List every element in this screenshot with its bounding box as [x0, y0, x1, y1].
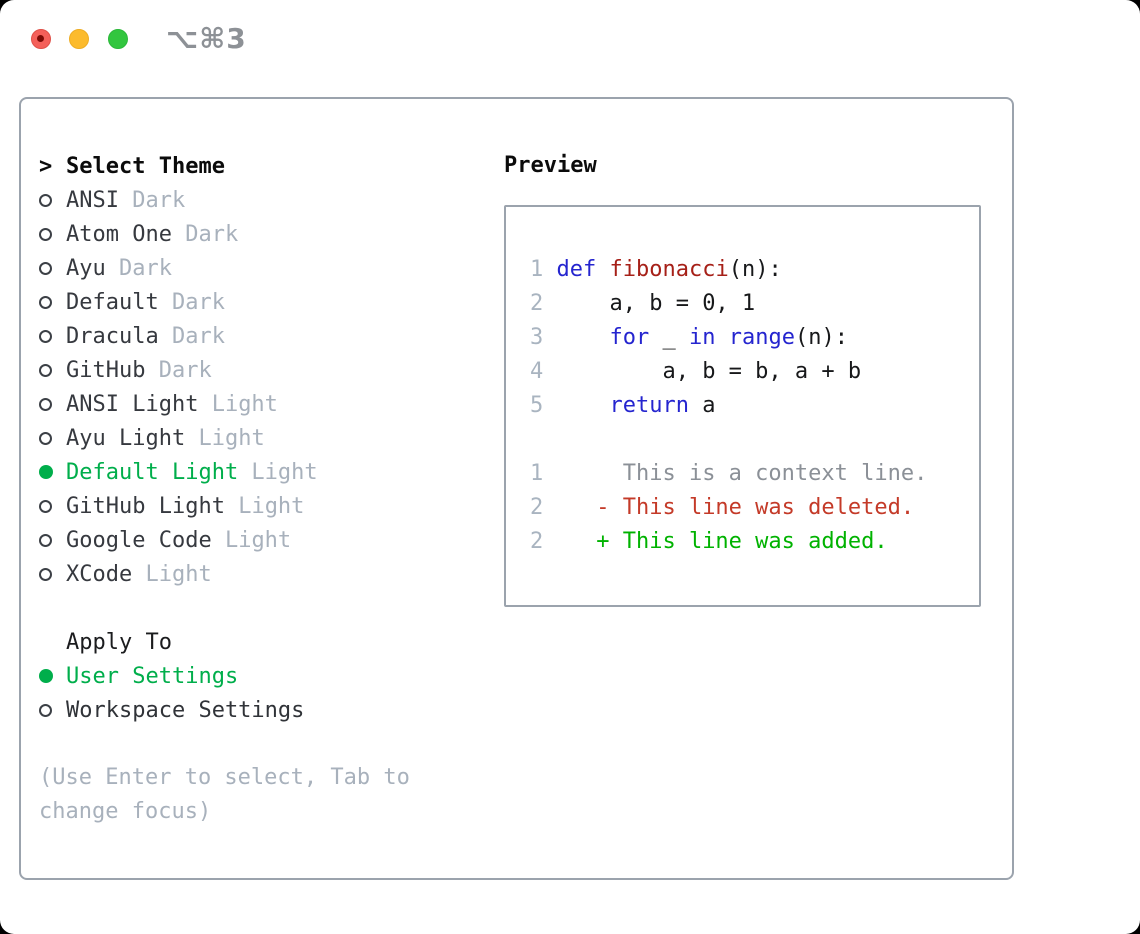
line-number: 1	[530, 461, 544, 486]
theme-option-dracula[interactable]: Dracula Dark	[39, 319, 459, 353]
code-line: 5 return a	[530, 393, 716, 418]
line-number: 2	[530, 291, 544, 316]
diff-sample: 1 This is a context line. 2 - This line w…	[530, 457, 979, 559]
select-theme-title: Select Theme	[66, 153, 225, 179]
theme-option-atom-one[interactable]: Atom One Dark	[39, 217, 459, 251]
theme-variant-label: Dark	[118, 187, 186, 213]
line-number: 3	[530, 325, 544, 350]
theme-variant-label: Light	[238, 459, 318, 485]
preview-column: Preview 1 def fibonacci(n): 2 a, b = 0, 1…	[504, 149, 981, 607]
code-line: 1 def fibonacci(n):	[530, 257, 782, 282]
theme-option-label: Dracula	[66, 323, 159, 349]
line-number: 1	[530, 257, 544, 282]
code-line: 2 a, b = 0, 1	[530, 291, 756, 316]
theme-variant-label: Light	[198, 391, 278, 417]
theme-variant-label: Dark	[158, 323, 225, 349]
close-button[interactable]	[31, 29, 51, 49]
select-theme-header: > Select Theme	[39, 149, 459, 183]
line-number: 4	[530, 359, 544, 384]
theme-option-label: XCode	[66, 561, 133, 587]
theme-option-default[interactable]: Default Dark	[39, 285, 459, 319]
theme-option-default-light[interactable]: Default Light Light	[39, 455, 459, 489]
apply-option-user-settings[interactable]: User Settings	[39, 659, 459, 693]
theme-variant-label: Dark	[105, 255, 172, 281]
theme-option-label: Google Code	[66, 527, 212, 553]
apply-to-header: Apply To	[39, 625, 459, 659]
radio-icon	[39, 499, 52, 513]
radio-icon	[39, 329, 52, 343]
blank-line	[530, 423, 979, 457]
preview-box: 1 def fibonacci(n): 2 a, b = 0, 1 3 for _ …	[504, 205, 981, 607]
radio-icon	[39, 193, 52, 207]
radio-icon	[39, 533, 52, 547]
code-line: 3 for _ in range(n):	[530, 325, 848, 350]
radio-icon	[39, 295, 52, 309]
line-number: 2	[530, 529, 544, 554]
radio-selected-icon	[39, 669, 53, 683]
minimize-button[interactable]	[69, 29, 89, 49]
theme-option-label: Ayu	[66, 255, 106, 281]
diff-line: 2 + This line was added.	[530, 529, 888, 554]
titlebar: ⌥⌘3	[0, 0, 1140, 70]
code-sample: 1 def fibonacci(n): 2 a, b = 0, 1 3 for _ …	[530, 253, 979, 423]
window-shortcut-label: ⌥⌘3	[166, 22, 247, 55]
theme-variant-label: Dark	[171, 221, 239, 247]
line-number: 5	[530, 393, 544, 418]
theme-variant-label: Light	[224, 493, 305, 519]
zoom-button[interactable]	[108, 29, 128, 49]
theme-option-label: Default Light	[66, 459, 239, 485]
radio-icon	[39, 431, 52, 445]
preview-title: Preview	[504, 153, 597, 178]
radio-icon	[39, 261, 52, 275]
diff-line: 1 This is a context line.	[530, 461, 928, 486]
prompt-icon: >	[39, 153, 53, 179]
theme-option-label: ANSI	[66, 187, 119, 213]
help-text: (Use Enter to select, Tab to change focu…	[39, 765, 410, 824]
theme-variant-label: Light	[211, 527, 292, 553]
theme-option-ayu-light[interactable]: Ayu Light Light	[39, 421, 459, 455]
theme-option-label: GitHub	[66, 357, 146, 383]
theme-variant-label: Light	[132, 561, 212, 587]
radio-icon	[39, 397, 52, 411]
theme-option-xcode[interactable]: XCode Light	[39, 557, 459, 591]
radio-icon	[39, 227, 52, 241]
radio-icon	[39, 363, 52, 377]
theme-option-label: Ayu Light	[66, 425, 186, 451]
theme-option-github-light[interactable]: GitHub Light Light	[39, 489, 459, 523]
apply-option-label: Workspace Settings	[66, 697, 305, 723]
theme-option-ansi-light[interactable]: ANSI Light Light	[39, 387, 459, 421]
theme-option-label: GitHub Light	[66, 493, 225, 519]
spacer	[39, 727, 459, 761]
diff-line: 2 - This line was deleted.	[530, 495, 915, 520]
theme-option-label: Atom One	[66, 221, 172, 247]
theme-option-label: Default	[66, 289, 159, 315]
theme-option-google-code[interactable]: Google Code Light	[39, 523, 459, 557]
close-dot-icon	[37, 35, 44, 42]
theme-variant-label: Dark	[145, 357, 212, 383]
line-number: 2	[530, 495, 544, 520]
theme-option-github[interactable]: GitHub Dark	[39, 353, 459, 387]
theme-variant-label: Light	[185, 425, 265, 451]
code-line: 4 a, b = b, a + b	[530, 359, 862, 384]
theme-option-ayu[interactable]: Ayu Dark	[39, 251, 459, 285]
radio-icon	[39, 567, 52, 581]
apply-to-title: Apply To	[66, 629, 172, 655]
radio-icon	[39, 703, 52, 717]
theme-option-label: ANSI Light	[66, 391, 199, 417]
spacer	[39, 591, 459, 625]
apply-option-label: User Settings	[66, 663, 239, 689]
apply-option-workspace-settings[interactable]: Workspace Settings	[39, 693, 459, 727]
radio-selected-icon	[39, 465, 53, 479]
theme-option-ansi[interactable]: ANSI Dark	[39, 183, 459, 217]
theme-variant-label: Dark	[158, 289, 225, 315]
